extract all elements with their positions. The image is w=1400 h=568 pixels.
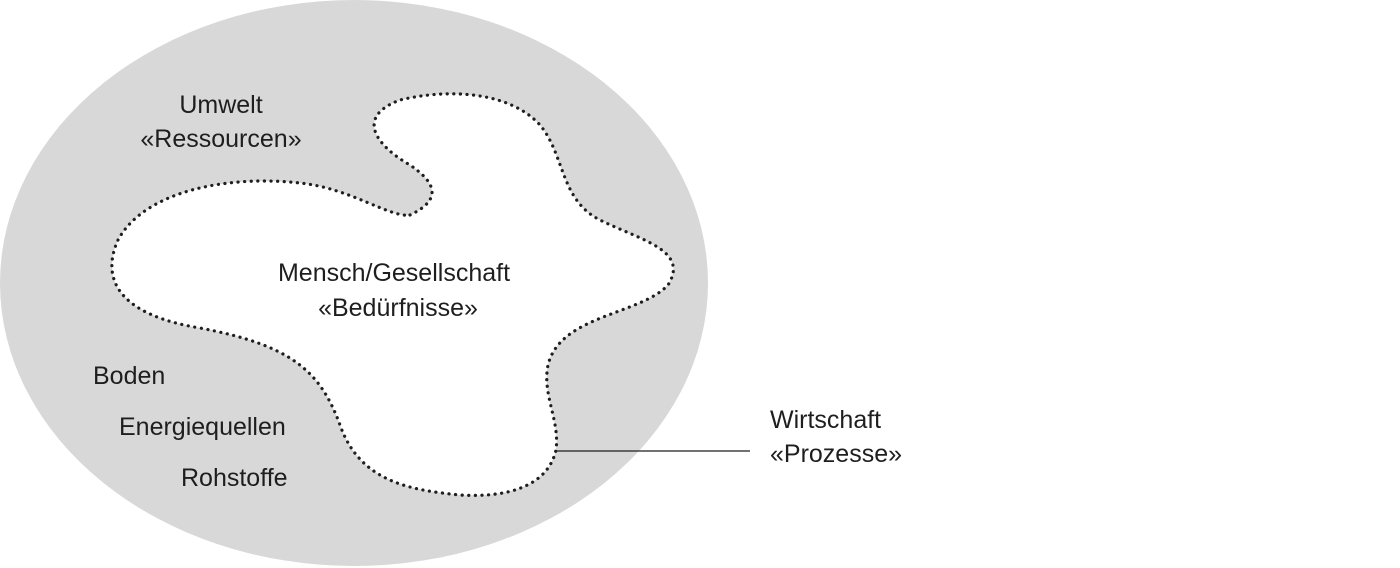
society-subtitle: «Bedürfnisse» xyxy=(318,294,478,322)
resource-label-boden: Boden xyxy=(93,362,165,390)
economy-title: Wirtschaft xyxy=(770,406,881,434)
society-title: Mensch/Gesellschaft xyxy=(278,259,510,287)
environment-title: Umwelt xyxy=(179,91,262,119)
resource-label-energiequellen: Energiequellen xyxy=(119,413,286,441)
society-blob xyxy=(110,92,675,498)
resource-label-rohstoffe: Rohstoffe xyxy=(181,464,288,492)
economy-subtitle: «Prozesse» xyxy=(770,440,902,468)
environment-subtitle: «Ressourcen» xyxy=(140,125,301,153)
